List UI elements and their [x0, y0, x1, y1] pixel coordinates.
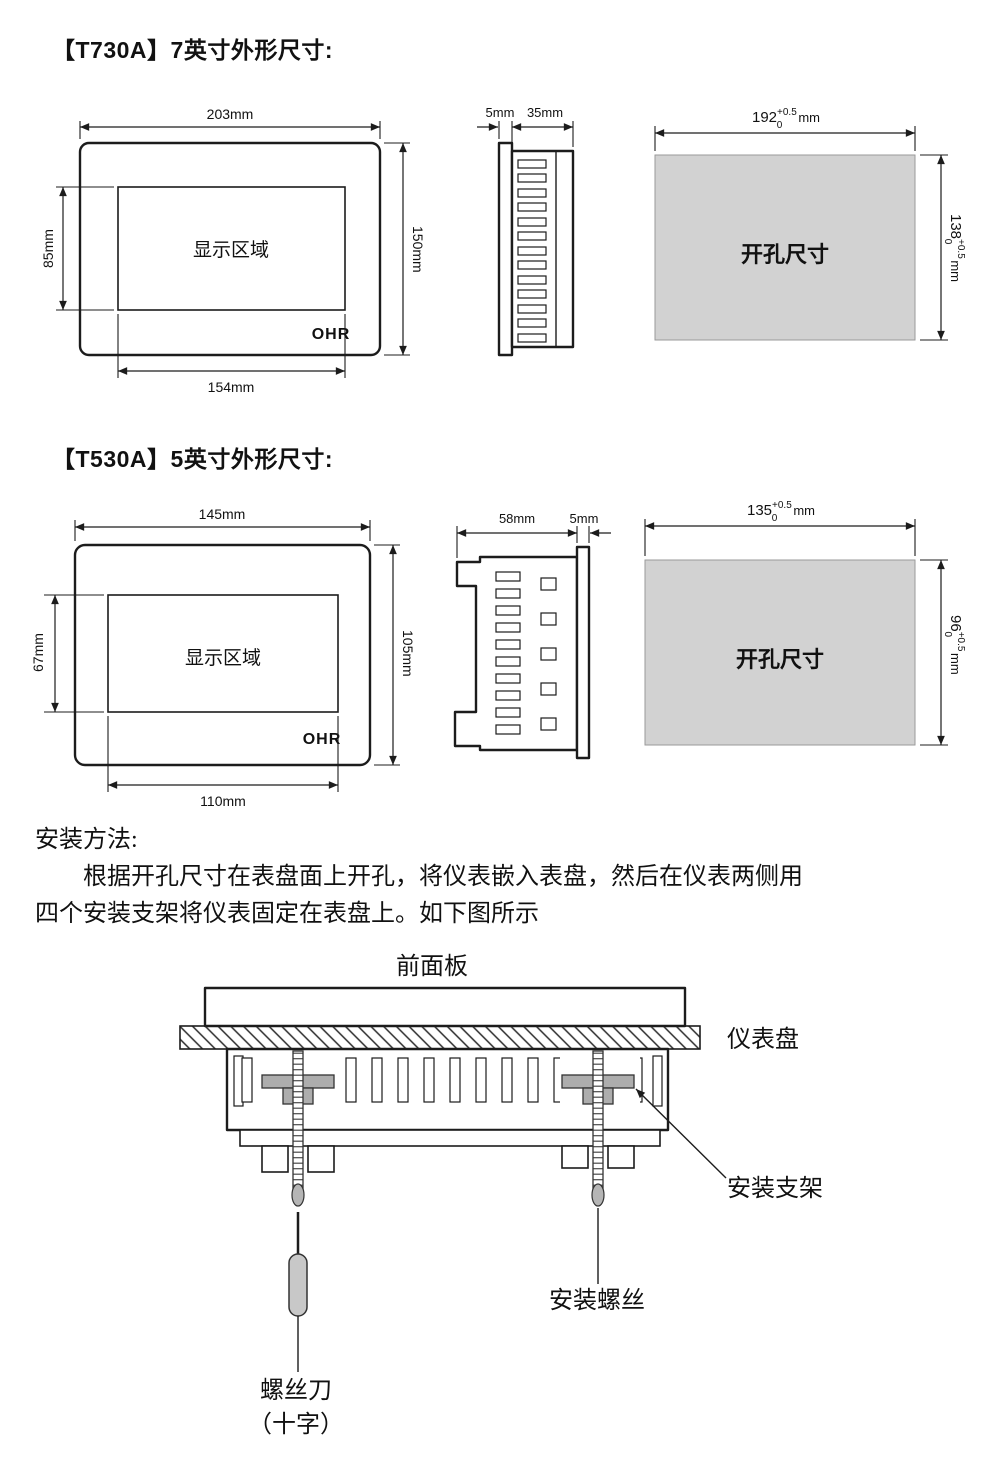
t730a-side-view [497, 141, 575, 357]
t730a-front-view: 显示区域 OHR [78, 141, 382, 357]
t730a-heading: 【T730A】7英寸外形尺寸: [52, 37, 333, 63]
t530a-front-dimensions: 145mm 67mm 105mm 110mm [30, 506, 416, 809]
t530a-heading: 【T530A】5英寸外形尺寸: [52, 446, 333, 472]
front-panel [203, 986, 687, 1028]
t530a-height-dim: 105mm [400, 630, 416, 677]
t530a-side-body [453, 555, 579, 752]
t730a-terminal-slots [517, 159, 547, 343]
screw-tip [591, 1183, 605, 1207]
lower-flange [239, 1129, 661, 1173]
screwdriver-handle [288, 1253, 308, 1317]
t730a-ohr-logo: OHR [312, 326, 351, 343]
t530a-figure: 显示区域 OHR 145mm 67mm 105mm 110mm [30, 500, 966, 809]
screwdriver-label-line2: （十字） [248, 1411, 344, 1438]
screw-tip [291, 1183, 305, 1207]
screw-label: 安装螺丝 [549, 1287, 645, 1314]
t530a-side-flange [575, 545, 591, 760]
install-figure: 前面板 仪表盘 [179, 953, 823, 1438]
t730a-cutout-label: 开孔尺寸 [741, 242, 829, 267]
instrument-panel-hatched [179, 1025, 701, 1050]
t530a-front-view: 显示区域 OHR [73, 543, 372, 767]
t730a-cutout-height-dim: 138+0.50mm [942, 214, 966, 282]
t730a-display-width-dim: 154mm [208, 379, 255, 395]
t730a-side-dimensions: 5mm 35mm [477, 105, 574, 147]
t530a-display-area [107, 594, 339, 713]
t530a-cutout-height-dim: 96+0.50mm [942, 615, 966, 675]
t530a-display-label: 显示区域 [185, 647, 261, 669]
bracket-label: 安装支架 [727, 1175, 823, 1202]
screwdriver [288, 1212, 308, 1372]
t530a-depth-dim: 58mm [499, 511, 535, 526]
t530a-cutout-label: 开孔尺寸 [736, 647, 824, 672]
t530a-terminal-slots [495, 571, 557, 735]
front-panel-label: 前面板 [396, 953, 468, 980]
t530a-width-dim: 145mm [199, 506, 246, 522]
t530a-ohr-logo: OHR [303, 731, 342, 748]
t730a-display-label: 显示区域 [193, 239, 269, 261]
t730a-display-height-dim: 85mm [40, 229, 56, 268]
bracket-leader-line [635, 1088, 727, 1179]
t730a-cutout-rect [654, 154, 916, 341]
t730a-front-dimensions: 203mm 85mm 150mm 154mm [40, 106, 426, 395]
t530a-cutout-rect [644, 559, 916, 746]
mounting-screw-left [291, 1050, 305, 1207]
screwdriver-label-line1: 螺丝刀 [260, 1377, 332, 1404]
t530a-display-width-dim: 110mm [200, 793, 246, 809]
t730a-figure: 显示区域 OHR 203mm 85mm 150mm 154mm [40, 105, 966, 395]
mounting-screw-right [591, 1050, 605, 1207]
t530a-flange-dim: 5mm [570, 511, 599, 526]
t730a-flange-dim: 5mm [486, 105, 515, 120]
t730a-depth-dim: 35mm [527, 105, 563, 120]
t530a-side-view [453, 545, 591, 760]
install-paragraph: 根据开孔尺寸在表盘面上开孔，将仪表嵌入表盘，然后在仪表两侧用四个安装支架将仪表固… [35, 864, 803, 927]
install-heading: 安装方法: [35, 827, 138, 853]
t730a-display-area [117, 186, 346, 311]
t530a-display-height-dim: 67mm [30, 633, 46, 672]
t730a-side-flange [497, 141, 514, 357]
install-section: 安装方法: 根据开孔尺寸在表盘面上开孔，将仪表嵌入表盘，然后在仪表两侧用四个安装… [35, 822, 821, 933]
instrument-panel-label: 仪表盘 [727, 1026, 799, 1053]
t530a-side-dimensions: 58mm 5mm [456, 511, 611, 558]
t730a-height-dim: 150mm [410, 226, 426, 273]
t730a-width-dim: 203mm [207, 106, 254, 122]
